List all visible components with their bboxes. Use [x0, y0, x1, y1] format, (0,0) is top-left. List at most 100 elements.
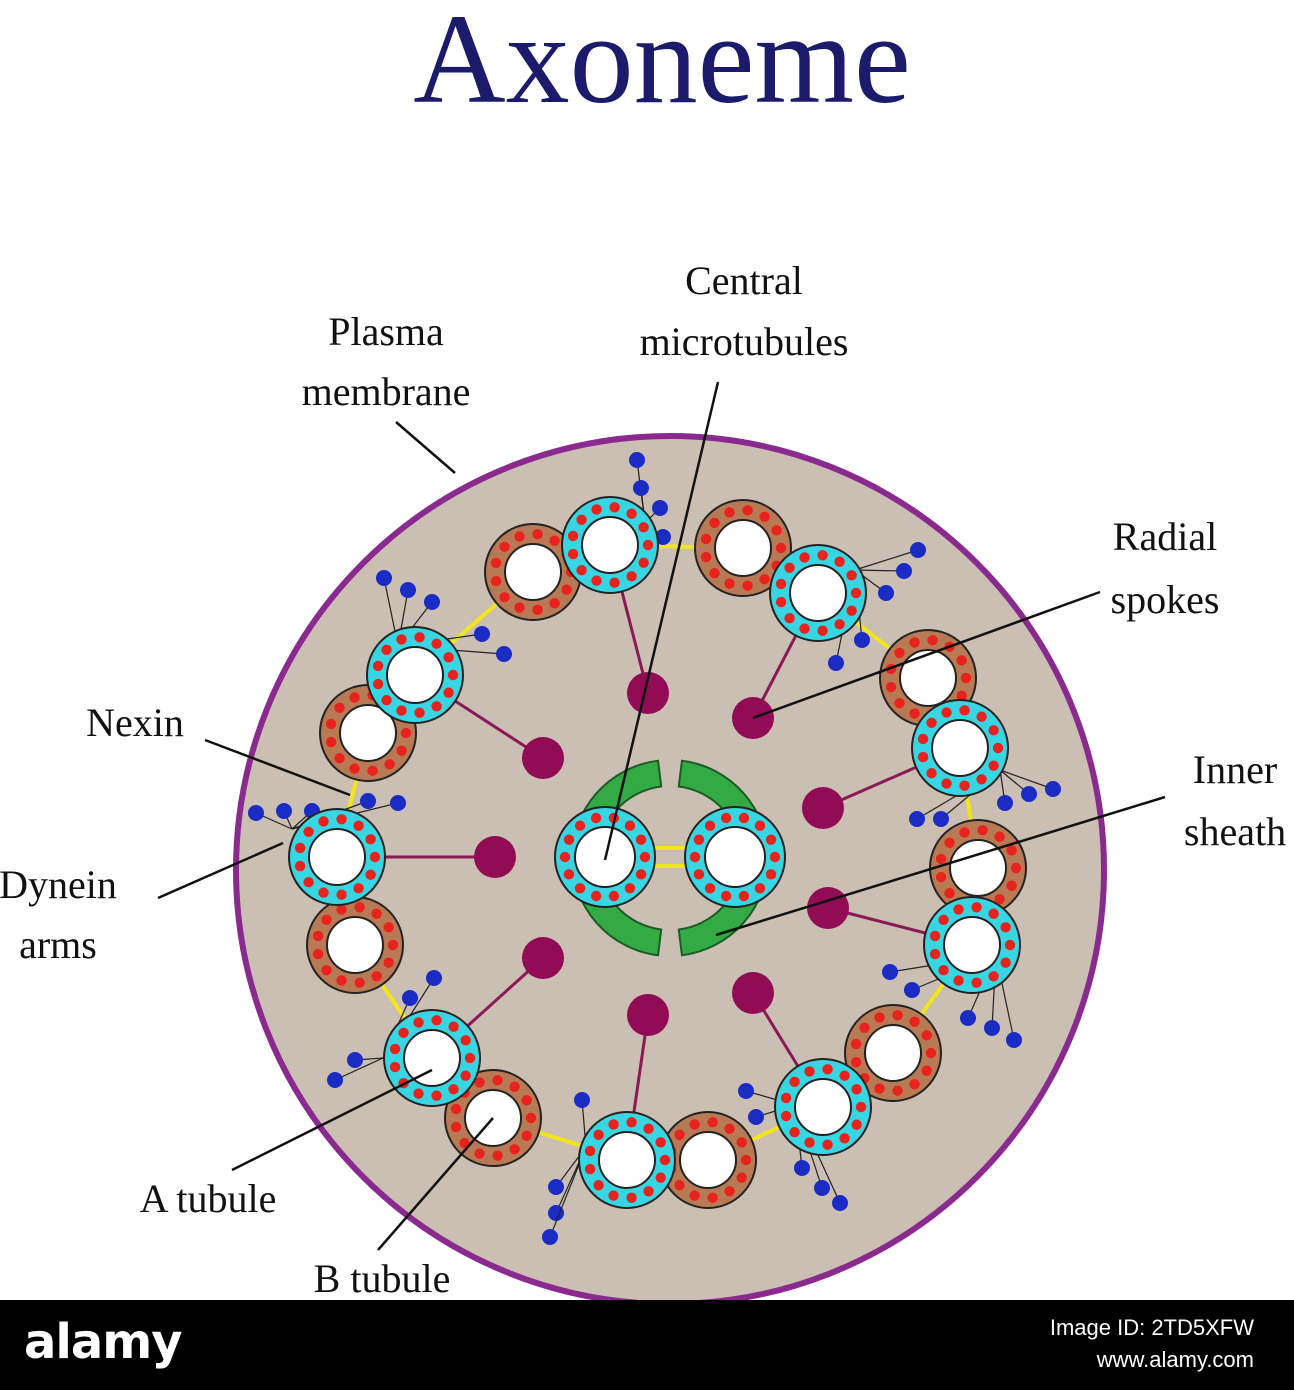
a-tubule — [769, 544, 867, 642]
plasma-membrane-label-2: membrane — [302, 369, 471, 414]
dynein-arm-head — [376, 570, 392, 586]
dynein-arm-head — [997, 795, 1013, 811]
inner-sheath-label-1: Inner — [1193, 747, 1277, 792]
dynein-arm-head — [748, 1109, 764, 1125]
dynein-arm-head — [933, 811, 949, 827]
dynein-arm-head — [390, 795, 406, 811]
a-tubule-callout-line — [231, 1068, 433, 1172]
spoke-head — [807, 887, 849, 929]
b-tubule-callout-line — [377, 1117, 494, 1251]
dynein-arm-head — [327, 1072, 343, 1088]
dynein-arm-head — [652, 500, 668, 516]
footer-text: Image ID: 2TD5XFW www.alamy.com — [1050, 1312, 1254, 1376]
dynein-arm-head — [402, 990, 418, 1006]
dynein-arm-head — [1021, 786, 1037, 802]
dynein-arms-label-1: Dynein — [0, 862, 117, 907]
a-tubule — [561, 496, 659, 594]
outer-doublets — [288, 496, 1027, 1209]
dynein-arm-head — [347, 1052, 363, 1068]
plasma-membrane-callout-line — [395, 421, 456, 474]
b-tubule — [659, 1111, 757, 1209]
a-tubule — [578, 1111, 676, 1209]
diagram-title: Axoneme — [413, 0, 911, 130]
dynein-arm-head — [904, 982, 920, 998]
dynein-arm-head — [424, 594, 440, 610]
a-tubule — [911, 699, 1009, 797]
inner-sheath-label-2: sheath — [1184, 809, 1286, 854]
footer-logo: alamy — [24, 1314, 183, 1370]
spoke-head — [474, 836, 516, 878]
dynein-arm-head — [814, 1180, 830, 1196]
dynein-arm-head — [909, 811, 925, 827]
site-url: www.alamy.com — [1096, 1347, 1254, 1372]
radial-spokes-label-1: Radial — [1113, 514, 1217, 559]
dynein-arm-head — [496, 646, 512, 662]
central-microtubules-label-2: microtubules — [640, 319, 849, 364]
b-tubule — [844, 1004, 942, 1102]
dynein-arm-head — [548, 1179, 564, 1195]
dynein-arms-callout-line — [157, 841, 284, 900]
footer-bar: alamy Image ID: 2TD5XFW www.alamy.com — [0, 1300, 1294, 1390]
b-tubule — [306, 896, 404, 994]
dynein-arm-head — [984, 1020, 1000, 1036]
dynein-arm-head — [1006, 1032, 1022, 1048]
central-microtubules-callout-line — [603, 381, 720, 861]
b-tubule-label-1: B tubule — [314, 1256, 451, 1300]
a-tubule-label-1: A tubule — [140, 1176, 277, 1221]
inner-sheath-callout-line — [715, 795, 1166, 937]
b-tubule — [694, 499, 792, 597]
dynein-arm-head — [400, 582, 416, 598]
radial-spokes-callout-line — [752, 590, 1101, 720]
dynein-arm-head — [474, 626, 490, 642]
dynein-arm-head — [655, 529, 671, 545]
spoke-head — [627, 672, 669, 714]
central-microtubule — [684, 806, 786, 908]
dynein-arm-head — [574, 1092, 590, 1108]
image-id: Image ID: 2TD5XFW — [1049, 1315, 1254, 1340]
central-microtubule-pair — [554, 806, 786, 908]
dynein-arm-head — [542, 1229, 558, 1245]
spoke-head — [627, 994, 669, 1036]
dynein-arm-line — [999, 769, 1054, 790]
dynein-arm-head — [854, 632, 870, 648]
dynein-arms-label-2: arms — [19, 922, 97, 967]
dynein-arm-head — [910, 542, 926, 558]
nexin-label-1: Nexin — [86, 700, 184, 745]
dynein-arm-head — [794, 1160, 810, 1176]
dynein-arm-head — [276, 803, 292, 819]
b-tubule — [484, 523, 582, 621]
a-tubule — [383, 1009, 481, 1107]
b-tubule — [444, 1069, 542, 1167]
dynein-arm-head — [248, 805, 264, 821]
dynein-arm-line — [854, 569, 905, 572]
radial-spokes-label-2: spokes — [1111, 577, 1220, 622]
spoke-head — [732, 972, 774, 1014]
a-tubule — [366, 626, 464, 724]
a-tubule — [774, 1058, 872, 1156]
dynein-arm-head — [548, 1205, 564, 1221]
dynein-arm-head — [426, 970, 442, 986]
spoke-head — [522, 937, 564, 979]
dynein-arm-line — [854, 549, 919, 571]
dynein-arm-line — [334, 1057, 384, 1081]
dynein-arm-head — [738, 1083, 754, 1099]
dynein-arm-head — [828, 655, 844, 671]
central-microtubules-label-1: Central — [685, 258, 803, 303]
a-tubule — [288, 808, 386, 906]
dynein-arms — [248, 452, 1061, 1245]
b-tubule — [929, 819, 1027, 917]
dynein-arm-head — [629, 452, 645, 468]
callout-lines — [157, 381, 1166, 1251]
dynein-arm-head — [360, 793, 376, 809]
a-tubule — [923, 896, 1021, 994]
dynein-arm-head — [960, 1010, 976, 1026]
axoneme-diagram: Axoneme Plasma membrane Central microtubule… — [0, 0, 1286, 1300]
dynein-arm-head — [882, 964, 898, 980]
dynein-arm-head — [878, 585, 894, 601]
plasma-membrane-label-1: Plasma — [328, 309, 444, 354]
dynein-arm-head — [832, 1195, 848, 1211]
dynein-arm-head — [633, 480, 649, 496]
nexin-callout-line — [204, 738, 351, 797]
dynein-arm-head — [1045, 781, 1061, 797]
